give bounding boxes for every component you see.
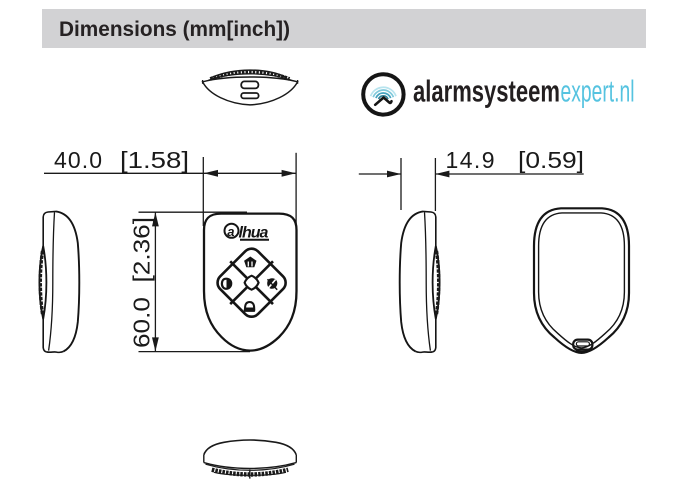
svg-text:alarmsysteem: alarmsysteem [413, 75, 560, 109]
svg-text:a: a [227, 224, 234, 239]
svg-text:14.9: 14.9 [446, 147, 495, 173]
svg-text:expert.nl: expert.nl [561, 75, 635, 109]
svg-text:60.0 [2.36]: 60.0 [2.36] [129, 217, 155, 348]
svg-text:lhua: lhua [239, 225, 269, 242]
svg-text:[1.58]: [1.58] [120, 147, 189, 173]
svg-text:[0.59]: [0.59] [518, 147, 584, 173]
svg-text:Dimensions (mm[inch]): Dimensions (mm[inch]) [59, 17, 290, 41]
svg-text:40.0: 40.0 [54, 147, 102, 173]
